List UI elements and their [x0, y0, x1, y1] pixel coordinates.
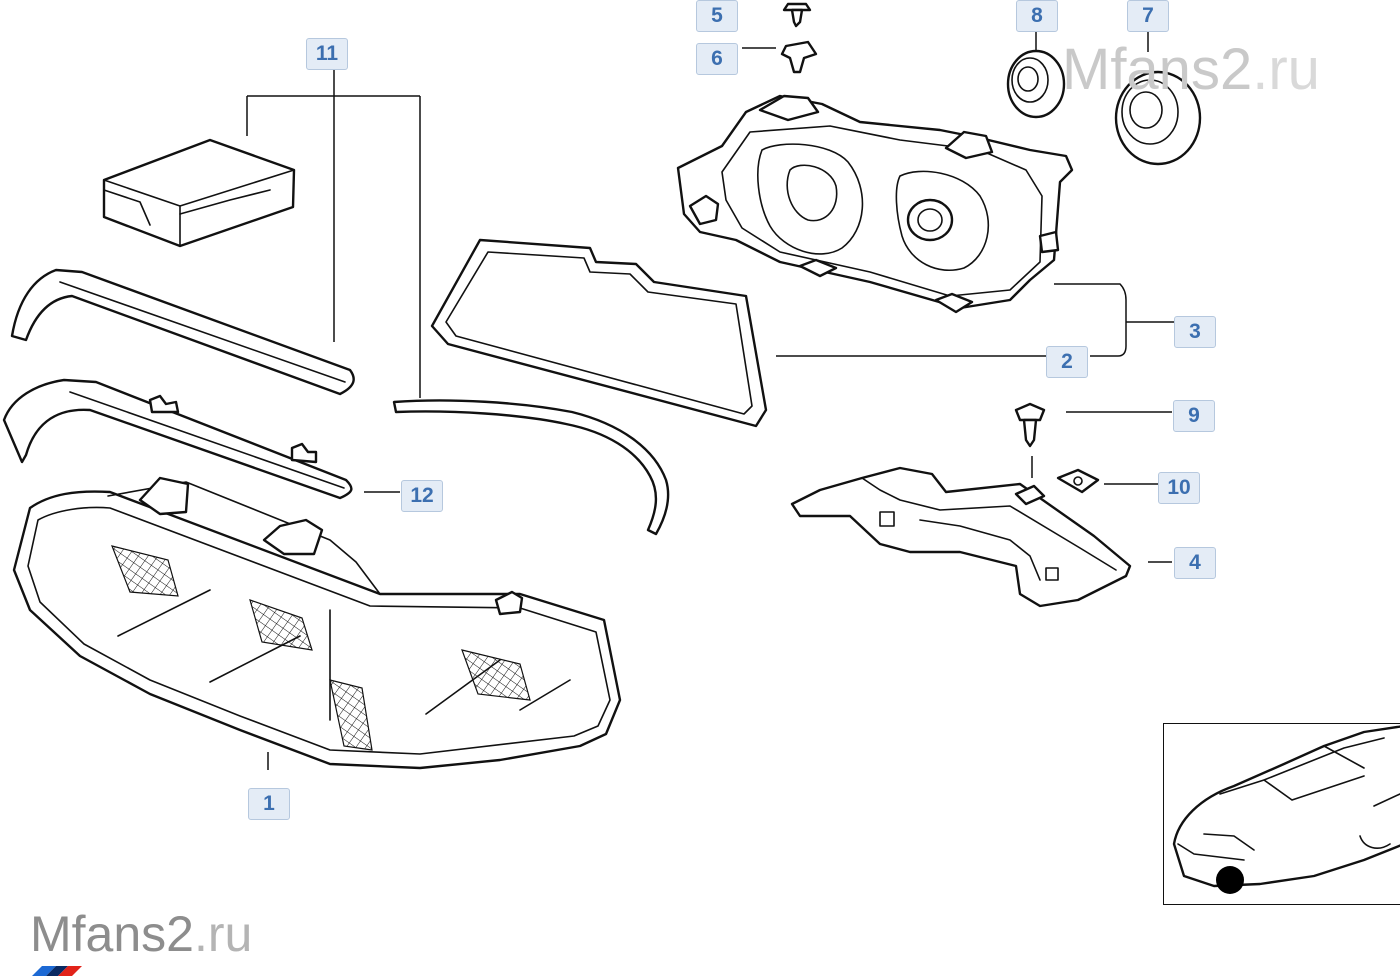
callout-6[interactable]: 6 — [696, 43, 738, 75]
part-11-box — [102, 138, 296, 248]
brand-stripes-logo — [32, 966, 82, 976]
callout-7[interactable]: 7 — [1127, 0, 1169, 32]
watermark-top-name: Mfans2 — [1062, 37, 1253, 102]
callout-9[interactable]: 9 — [1173, 400, 1215, 432]
part-11-strip-upper — [10, 268, 355, 396]
part-5-screw — [782, 2, 812, 28]
callout-12[interactable]: 12 — [401, 480, 443, 512]
callout-3[interactable]: 3 — [1174, 316, 1216, 348]
part-2-gasket — [430, 238, 768, 428]
callout-8[interactable]: 8 — [1016, 0, 1058, 32]
part-10-nut — [1056, 468, 1100, 494]
callout-10[interactable]: 10 — [1158, 472, 1200, 504]
vehicle-location-inset — [1163, 723, 1400, 905]
callout-5[interactable]: 5 — [696, 0, 738, 32]
callout-2[interactable]: 2 — [1046, 346, 1088, 378]
callout-1[interactable]: 1 — [248, 788, 290, 820]
headlight-location-marker — [1216, 866, 1244, 894]
callout-11[interactable]: 11 — [306, 38, 348, 70]
part-7-cap — [1114, 70, 1202, 166]
watermark-top: Mfans2.ru — [1062, 36, 1320, 103]
part-1-headlight — [12, 476, 622, 770]
watermark-bottom-name: Mfans2 — [30, 906, 194, 962]
watermark-top-tld: .ru — [1252, 37, 1320, 102]
callout-4[interactable]: 4 — [1174, 547, 1216, 579]
part-11-seal-strip — [392, 399, 670, 536]
watermark-bottom: Mfans2.ru — [30, 905, 252, 963]
part-12-trim — [2, 378, 353, 500]
part-9-screw — [1014, 402, 1046, 448]
part-6-clip — [780, 40, 818, 74]
part-4-bracket — [790, 466, 1132, 608]
watermark-bottom-tld: .ru — [193, 906, 253, 962]
car-outline — [1172, 725, 1400, 894]
part-8-cap — [1006, 49, 1066, 119]
leader-lines — [246, 30, 1174, 770]
part-3-housing — [676, 94, 1074, 314]
